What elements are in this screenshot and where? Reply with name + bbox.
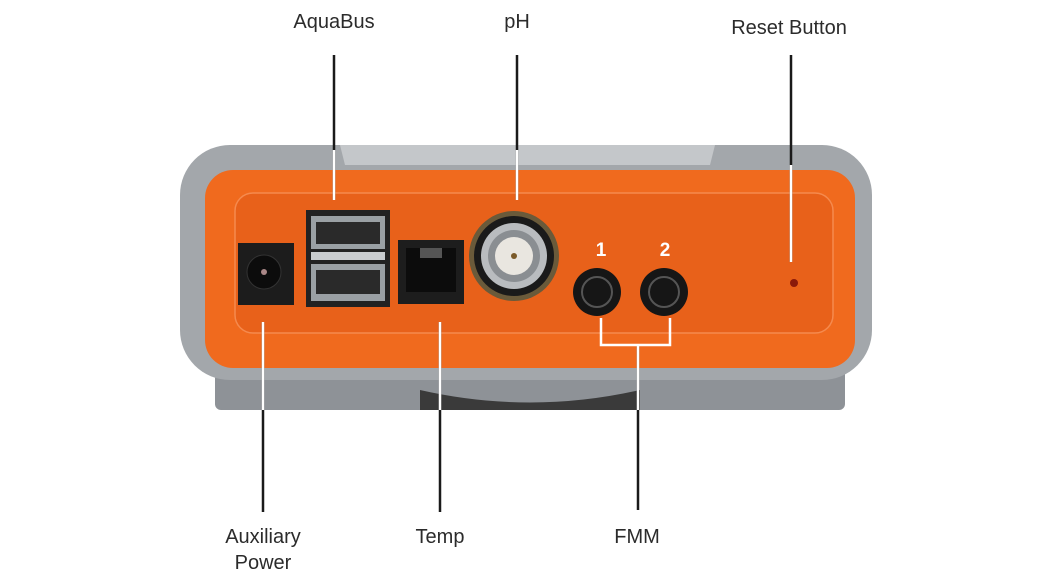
label-auxiliary-line1: Auxiliary — [225, 526, 301, 548]
fmm-port-2 — [640, 268, 688, 316]
fmm-port-2-number: 2 — [659, 240, 671, 261]
label-reset-button: Reset Button — [731, 17, 847, 39]
fmm-port-1 — [573, 268, 621, 316]
label-auxiliary-power: Auxiliary Power — [225, 524, 301, 576]
temp-rj-port — [398, 240, 464, 304]
label-auxiliary-line2: Power — [234, 552, 292, 574]
label-aquabus: AquaBus — [293, 11, 375, 33]
aquabus-usb-ports — [306, 210, 390, 307]
auxiliary-power-jack — [238, 243, 294, 305]
ph-bnc-connector — [469, 211, 559, 301]
label-ph: pH — [504, 11, 530, 33]
label-temp: Temp — [415, 526, 465, 548]
callout-lines — [261, 55, 793, 512]
reset-button-hole — [790, 279, 798, 287]
label-fmm: FMM — [614, 526, 660, 548]
fmm-port-1-number: 1 — [595, 240, 607, 261]
